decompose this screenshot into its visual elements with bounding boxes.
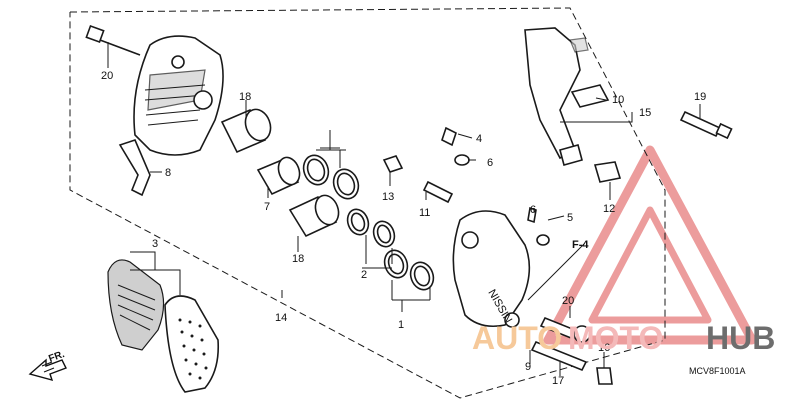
pin-boot-16 [596,367,613,385]
leader-lines [107,42,701,376]
pin-boot-12 [593,161,622,183]
watermark-moto: MOTO [568,320,663,356]
watermark-auto: AUTO [472,320,562,356]
watermark-hub: HUB [706,320,775,356]
callout-11: 11 [419,207,430,219]
assembly-boundary [69,7,666,399]
callout-5: 5 [567,212,573,224]
callout-20-top: 20 [101,70,113,82]
callout-3: 3 [152,238,158,250]
callout-19: 19 [694,91,706,103]
caliper-body: NISSIN [452,210,531,328]
bolt-20-top [85,24,141,56]
pad-pin-clip [118,139,151,197]
piston-18-lower [288,194,340,238]
bolt-20-lower [539,316,591,343]
pin-bolt-17 [530,340,588,372]
brake-pad-outer [164,295,220,393]
callouts: 20 8 18 7 18 2 1 3 14 13 11 4 6 6 5 9 10… [101,70,706,387]
pad-spring [570,84,610,108]
direction-label: FR. [47,349,66,365]
piston-7 [256,156,301,196]
watermark-logo-triangle [543,145,757,345]
callout-4: 4 [476,133,482,145]
caliper-bracket [524,27,589,166]
seal-rings-upper [302,154,360,200]
callout-2: 2 [361,269,367,281]
diagram-code: MCV8F1001A [689,366,746,376]
watermark-text: AUTO MOTO HUB [472,320,775,356]
small-fittings [441,126,550,246]
bleeder-screw [422,180,454,204]
callout-18-lower: 18 [292,253,304,265]
callout-17: 17 [552,375,564,387]
bleeder-cap [382,155,404,173]
bolt-19 [679,110,733,140]
callout-13: 13 [382,191,394,203]
callout-12: 12 [603,203,615,215]
seal-18-top [220,108,272,154]
seal-rings-middle [346,208,435,291]
callout-16: 16 [598,342,610,354]
callout-9: 9 [525,361,531,373]
callout-6-upper: 6 [487,157,493,169]
callout-6-lower: 6 [530,204,536,216]
callout-8: 8 [165,167,171,179]
callout-18-top: 18 [239,91,251,103]
callout-15: 15 [639,107,651,119]
reference-label-f4: F-4 [572,239,589,251]
brake-pad-inner [107,259,165,351]
caliper-cover [133,35,224,156]
callout-10: 10 [612,94,624,106]
callout-1: 1 [398,319,404,331]
callout-7: 7 [264,201,270,213]
callout-20-lower: 20 [562,295,574,307]
callout-14: 14 [275,312,287,324]
front-direction-indicator: FR. [28,349,67,382]
